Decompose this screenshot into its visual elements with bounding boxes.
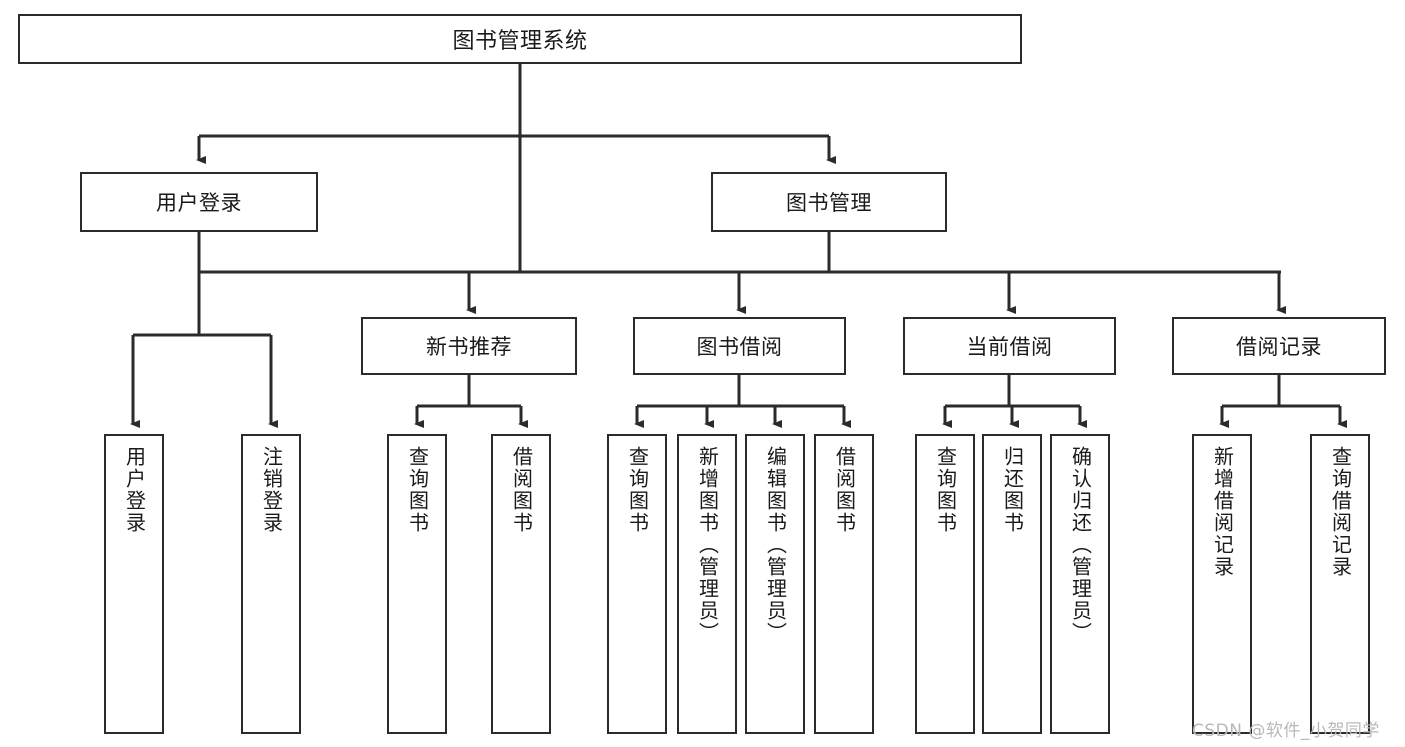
- node-label: 借阅图书: [832, 446, 857, 534]
- leaf-borrow-edit-book-admin[interactable]: 编辑图书（管理员）: [745, 434, 805, 734]
- node-label: 新增图书（管理员）: [695, 446, 720, 644]
- node-label: 图书管理: [786, 191, 872, 215]
- node-label: 借阅记录: [1236, 335, 1322, 359]
- node-label: 借阅图书: [509, 446, 534, 534]
- node-label: 归还图书: [1000, 446, 1025, 534]
- leaf-user-login-login[interactable]: 用户登录: [104, 434, 164, 734]
- node-current-borrow[interactable]: 当前借阅: [903, 317, 1116, 375]
- node-root-system[interactable]: 图书管理系统: [18, 14, 1022, 64]
- leaf-borrow-add-book-admin[interactable]: 新增图书（管理员）: [677, 434, 737, 734]
- leaf-new-book-query[interactable]: 查询图书: [387, 434, 447, 734]
- node-label: 用户登录: [122, 446, 147, 534]
- node-label: 查询图书: [625, 446, 650, 534]
- csdn-watermark: CSDN @软件_小贺同学: [1192, 721, 1380, 741]
- leaf-current-return-book[interactable]: 归还图书: [982, 434, 1042, 734]
- leaf-current-confirm-return-admin[interactable]: 确认归还（管理员）: [1050, 434, 1110, 734]
- node-label: 查询图书: [933, 446, 958, 534]
- node-borrow-record[interactable]: 借阅记录: [1172, 317, 1386, 375]
- node-user-login[interactable]: 用户登录: [80, 172, 318, 232]
- node-label: 图书管理系统: [452, 29, 588, 54]
- node-label: 新增借阅记录: [1210, 446, 1235, 578]
- node-label: 编辑图书（管理员）: [763, 446, 788, 644]
- leaf-new-book-borrow[interactable]: 借阅图书: [491, 434, 551, 734]
- node-label: 查询借阅记录: [1328, 446, 1353, 578]
- leaf-user-login-logout[interactable]: 注销登录: [241, 434, 301, 734]
- leaf-borrow-query-book[interactable]: 查询图书: [607, 434, 667, 734]
- node-label: 注销登录: [259, 446, 284, 534]
- node-label: 确认归还（管理员）: [1068, 446, 1093, 644]
- node-label: 图书借阅: [696, 335, 783, 359]
- node-label: 查询图书: [405, 446, 430, 534]
- node-new-book-recommend[interactable]: 新书推荐: [361, 317, 577, 375]
- leaf-borrow-borrow-book[interactable]: 借阅图书: [814, 434, 874, 734]
- node-label: 新书推荐: [426, 335, 512, 359]
- leaf-record-add-record[interactable]: 新增借阅记录: [1192, 434, 1252, 734]
- leaf-record-query-record[interactable]: 查询借阅记录: [1310, 434, 1370, 734]
- node-book-management[interactable]: 图书管理: [711, 172, 947, 232]
- leaf-current-query-book[interactable]: 查询图书: [915, 434, 975, 734]
- node-label: 当前借阅: [966, 335, 1053, 359]
- node-book-borrow[interactable]: 图书借阅: [633, 317, 846, 375]
- node-label: 用户登录: [156, 191, 242, 215]
